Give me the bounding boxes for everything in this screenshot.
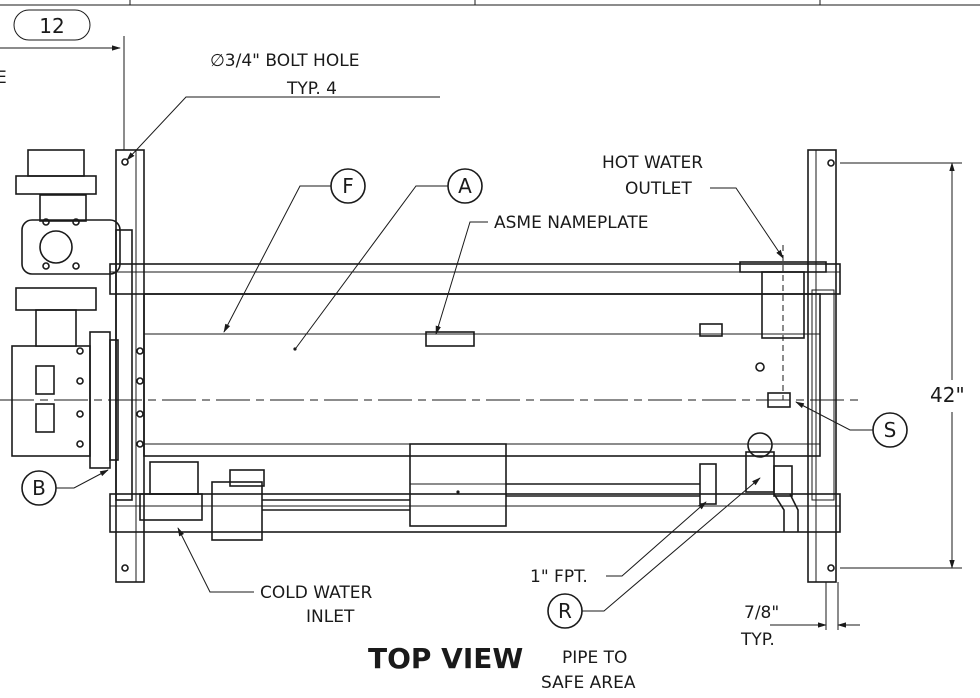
safe-area-line1: PIPE TO [562, 648, 627, 668]
callout-a-label: A [458, 174, 472, 198]
tank [143, 293, 821, 457]
hot-water-line1: HOT WATER [602, 153, 703, 173]
bolt-hole-line1: ∅3/4" BOLT HOLE [210, 51, 359, 71]
height-dimension: 42" [840, 162, 965, 569]
asme-nameplate-label: ASME NAMEPLATE [494, 213, 649, 233]
asme-nameplate-plate [425, 331, 475, 347]
left-edge-fragment: E [0, 68, 7, 88]
cold-water-inlet-note: COLD WATER INLET [177, 527, 373, 627]
cold-water-line1: COLD WATER [260, 583, 373, 603]
leg-offset-dimension: 7/8" TYP. [740, 582, 860, 650]
callout-r-label: R [558, 599, 572, 623]
overall-width-value: 12 [39, 14, 64, 38]
callout-r: R [547, 477, 761, 629]
bolt-hole-line2: TYP. 4 [286, 79, 337, 99]
hot-water-outlet-nozzle [739, 245, 827, 400]
callout-f-label: F [342, 174, 354, 198]
height-value: 42" [930, 383, 965, 407]
callout-s-label: S [884, 418, 897, 442]
callout-f: F [223, 168, 366, 333]
hot-water-outlet-note: HOT WATER OUTLET [602, 153, 784, 259]
heater-flange-assembly [11, 149, 144, 501]
title-block-border [0, 0, 980, 6]
lower-piping [139, 432, 799, 541]
cold-water-line2: INLET [306, 607, 355, 627]
leg-offset-value: 7/8" [744, 603, 779, 623]
callout-a: A [295, 168, 483, 349]
bolt-hole-note: ∅3/4" BOLT HOLE TYP. 4 [126, 51, 440, 161]
pipe-to-safe-area-note: PIPE TO SAFE AREA [541, 648, 636, 693]
overall-width-dimension: 12 [0, 9, 125, 150]
view-title: TOP VIEW [368, 642, 523, 675]
callout-b-label: B [32, 476, 46, 500]
callout-b: B [21, 469, 109, 506]
safe-area-line2: SAFE AREA [541, 673, 636, 693]
hot-water-line2: OUTLET [625, 179, 692, 199]
asme-nameplate-note: ASME NAMEPLATE [435, 213, 649, 335]
leg-offset-typ: TYP. [740, 630, 775, 650]
fpt-note: 1" FPT. [530, 501, 707, 587]
frame [109, 149, 841, 583]
callout-s: S [795, 401, 908, 448]
fpt-label: 1" FPT. [530, 567, 588, 587]
